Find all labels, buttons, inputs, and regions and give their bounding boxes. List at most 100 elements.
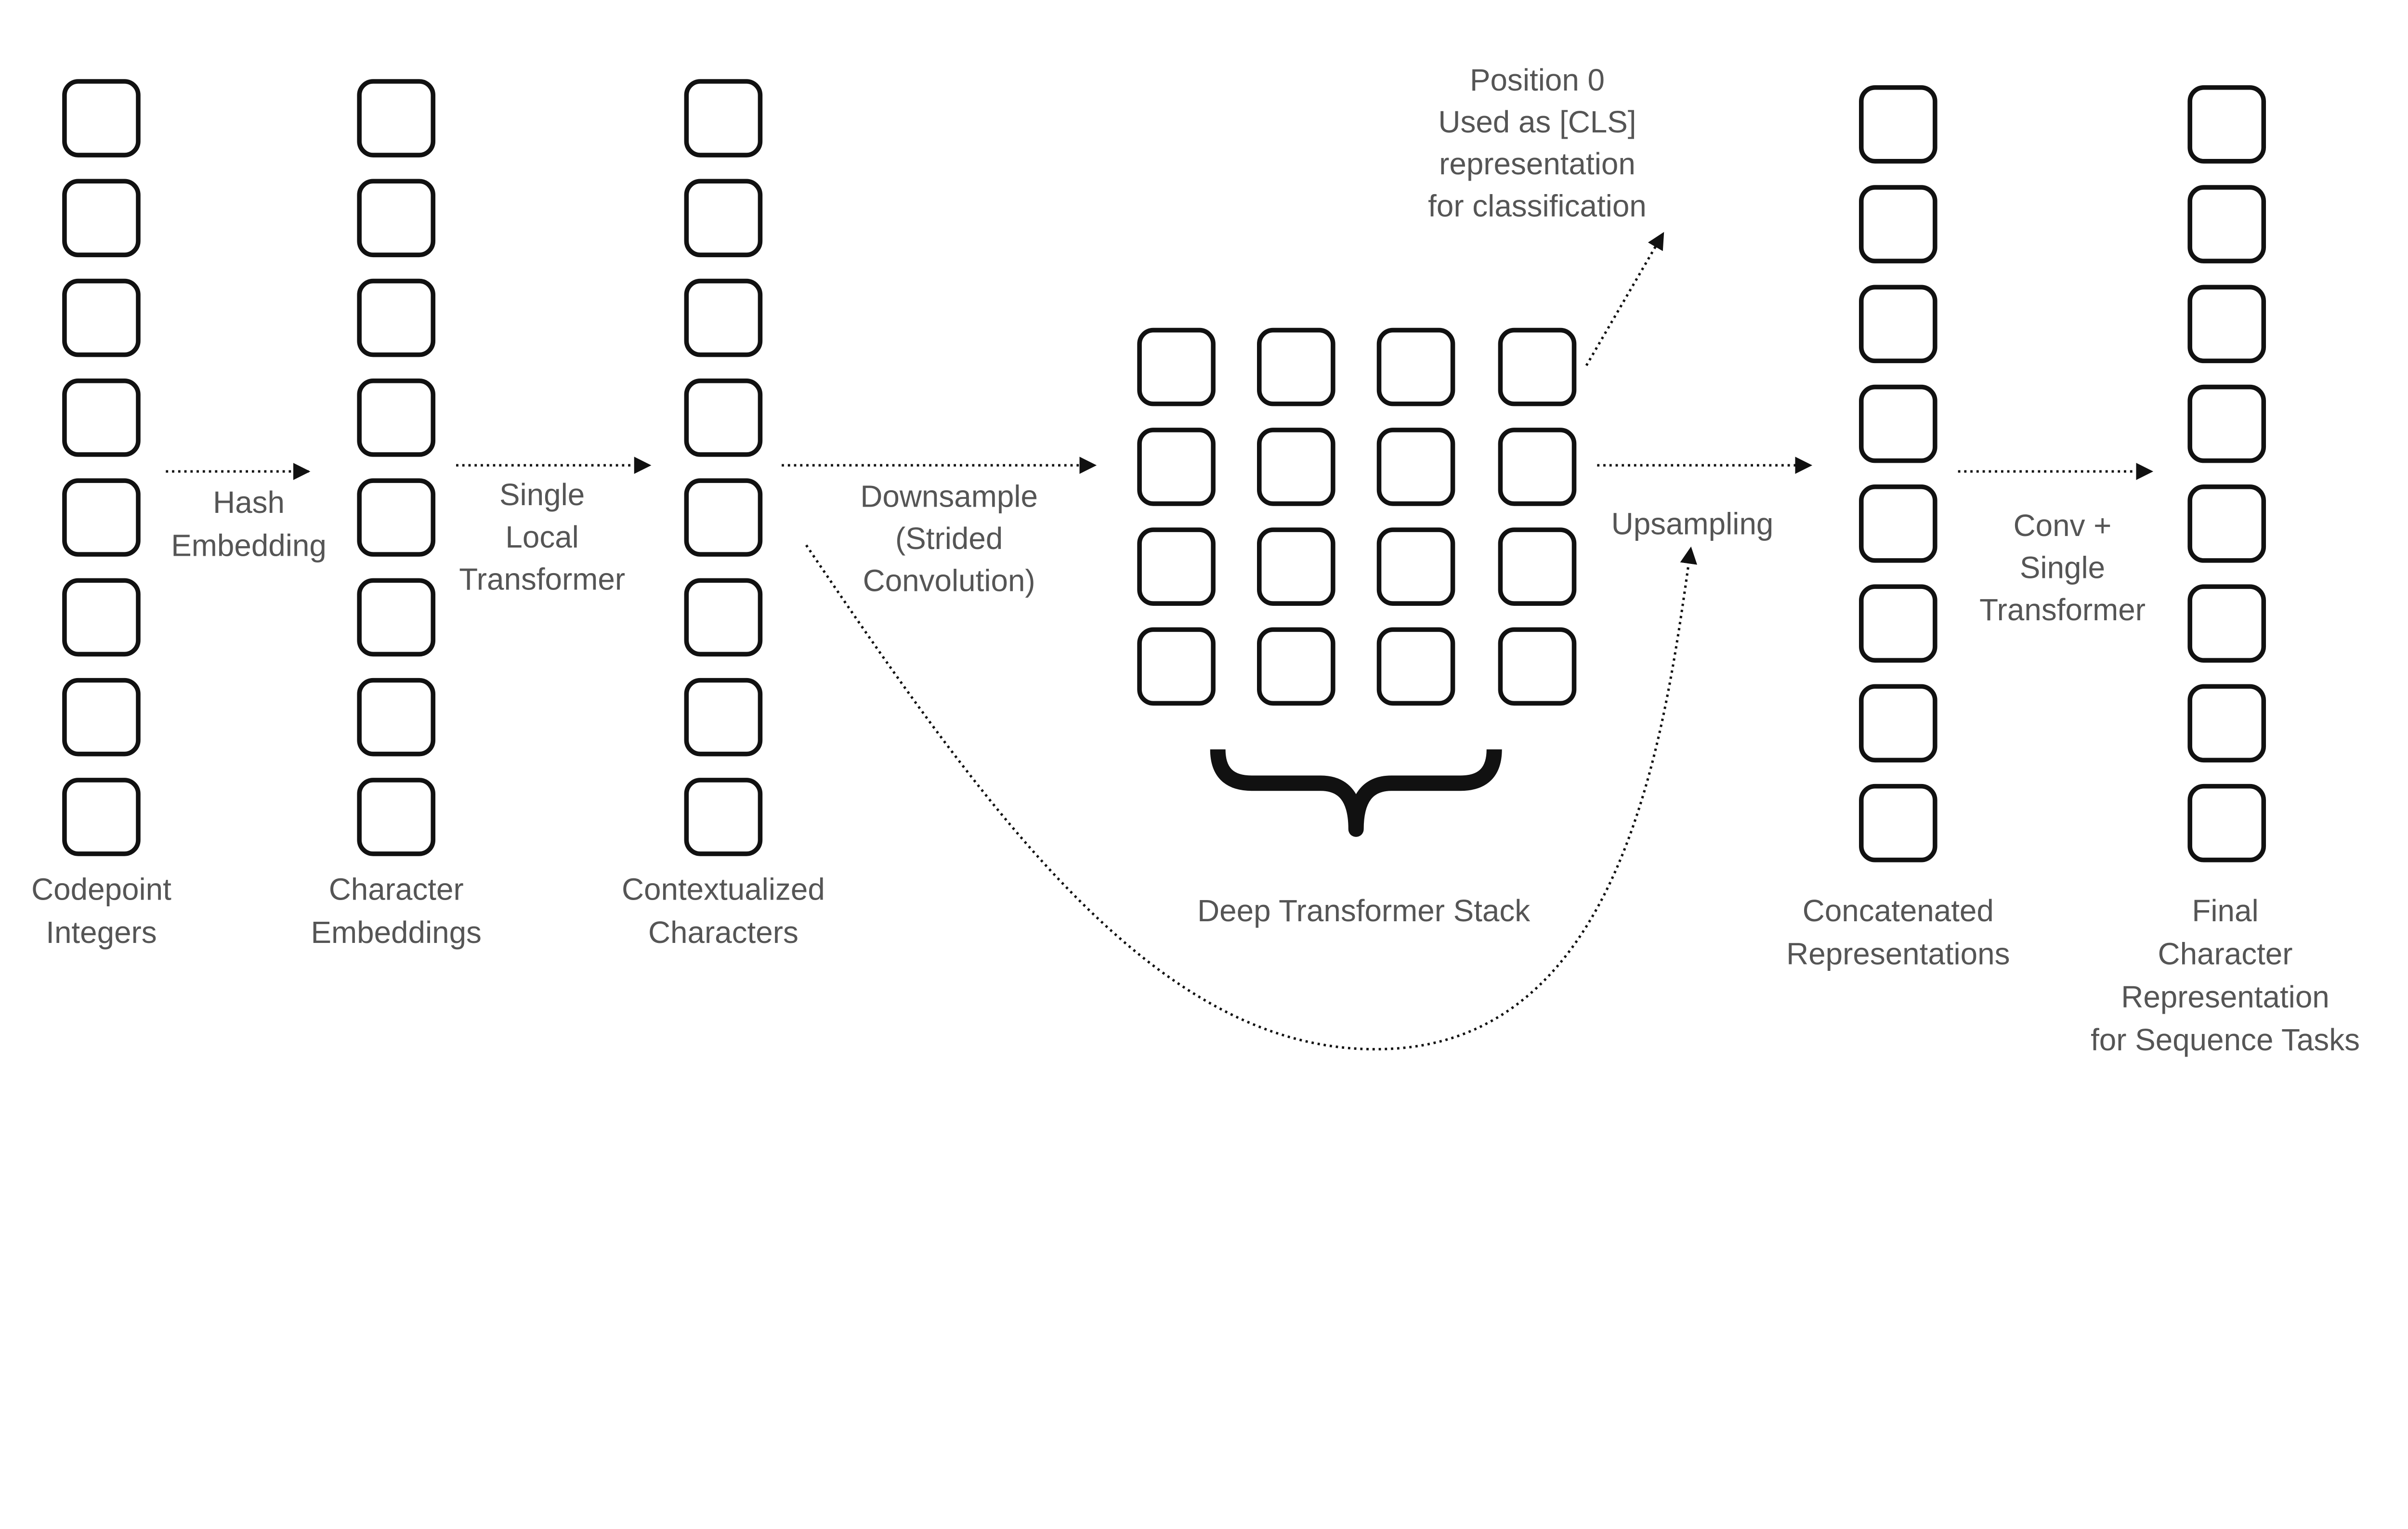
codepoint-box [62,79,141,157]
codepoint-box [62,278,141,357]
char-emb-box [357,179,436,258]
deep-stack-box [1376,428,1455,506]
contextualized-label-line: Characters [648,915,798,950]
hash-embedding-label-line: Embedding [171,528,327,562]
hash-embedding-label-line: Hash [213,485,285,520]
deep-stack-box [1257,428,1335,506]
deep-stack-box [1498,527,1577,606]
cls-note-line: for classification [1428,188,1647,223]
final-box [2187,185,2266,263]
final-box [2187,384,2266,463]
upsampling-label: Upsampling [1611,507,1774,541]
upsampling-label-line: Upsampling [1611,507,1774,541]
local-transformer-label-line: Transformer [459,562,625,596]
downsample-label-line: Downsample [860,479,1038,513]
codepoint-label-line: Codepoint [31,872,171,907]
concat-box [1859,384,1937,463]
concat-box [1859,85,1937,164]
codepoint-box [62,678,141,757]
final-box [2187,484,2266,563]
final-label-line: for Sequence Tasks [2091,1022,2360,1057]
deep-stack-box [1137,428,1216,506]
local-transformer-label-line: Local [505,520,578,554]
final-label-line: Character [2158,937,2293,971]
contextualized-box [684,678,763,757]
codepoint-box [62,379,141,457]
contextualized-box [684,278,763,357]
deep-stack-box [1498,327,1577,406]
deep-stack-box [1257,327,1335,406]
contextualized-box [684,478,763,557]
char-emb-box [357,278,436,357]
final-box [2187,85,2266,164]
conv-transformer-label-line: Single [2020,550,2105,585]
deep-stack-box [1376,527,1455,606]
char-emb-box [357,79,436,157]
deep-stack-box [1137,327,1216,406]
conv-transformer-label-line: Conv + [2014,508,2112,543]
deep-stack-box [1498,428,1577,506]
cls-note-line: Used as [CLS] [1438,105,1636,139]
arrow-residual-skip [805,544,1698,1051]
char-emb-label-line: Character [329,872,464,907]
contextualized-box [684,578,763,657]
codepoint-box [62,478,141,557]
char-emb-label-line: Embeddings [311,915,481,950]
contextualized-label-line: Contextualized [622,872,825,907]
char-emb-box [357,778,436,856]
token-boxes [62,79,2266,863]
deep-stack-box [1257,627,1335,706]
contextualized-box [684,778,763,856]
final-box [2187,784,2266,863]
concat-box [1859,285,1937,364]
final-box [2187,584,2266,663]
deep-stack-box [1376,327,1455,406]
downsample-label-line: (Strided [895,521,1003,556]
deep-stack-box [1498,627,1577,706]
stack-brace [1210,749,1502,837]
final-box [2187,285,2266,364]
char-emb-box [357,578,436,657]
concat-label-line: Concatenated [1803,893,1994,928]
codepoint-label-line: Integers [46,915,157,950]
deep-stack-box [1137,627,1216,706]
contextualized-box [684,179,763,258]
final-box [2187,684,2266,763]
final-label-line: Final [2192,893,2258,928]
codepoint-box [62,578,141,657]
conv-transformer-label-line: Transformer [1979,592,2146,627]
concat-box [1859,784,1937,863]
deep-stack-box [1257,527,1335,606]
local-transformer-label-line: Single [499,477,585,512]
char-emb-box [357,678,436,757]
final-label-line: Representation [2121,980,2329,1014]
arrow-cls [1585,232,1664,366]
codepoint-box [62,179,141,258]
contextualized-box [684,379,763,457]
concat-box [1859,185,1937,263]
char-emb-box [357,379,436,457]
deep-stack-box [1376,627,1455,706]
concat-box [1859,484,1937,563]
concat-box [1859,584,1937,663]
char-emb-box [357,478,436,557]
concat-label-line: Representations [1786,937,2010,971]
codepoint-box [62,778,141,856]
cls-note-line: representation [1439,146,1636,181]
deep-stack-box [1137,527,1216,606]
downsample-label-line: Convolution) [863,563,1035,598]
concat-box [1859,684,1937,763]
contextualized-box [684,79,763,157]
